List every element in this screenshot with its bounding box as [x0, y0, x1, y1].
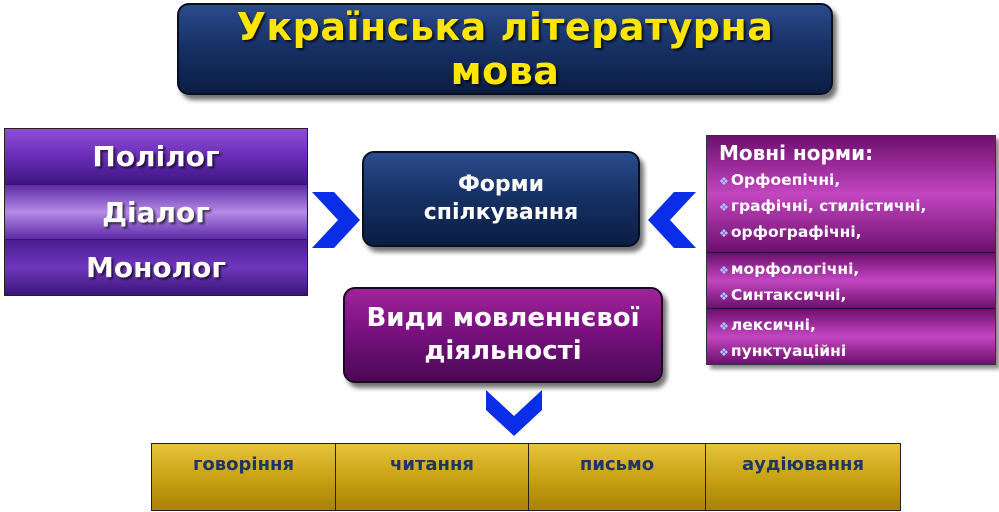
chevron-down-icon — [486, 390, 542, 436]
forms-box-label: Форми спілкування — [423, 172, 579, 225]
form-item-label: Полілог — [92, 139, 220, 173]
activity-box-label: Види мовленнєвої діяльності — [366, 303, 640, 366]
form-item-label: Діалог — [102, 195, 210, 229]
diamond-bullet-icon: ❖ — [719, 320, 729, 333]
activity-label: читання — [390, 454, 474, 475]
diamond-bullet-icon: ❖ — [719, 227, 729, 240]
language-norms-panel: Мовні норми: ❖Орфоепічні, ❖графічні, сти… — [706, 135, 996, 365]
activity-cell-listening: аудіювання — [706, 444, 900, 510]
norms-group: ❖морфологічні, ❖Синтаксичні, — [707, 253, 995, 309]
norms-title: Мовні норми: — [719, 141, 874, 165]
norm-item: ❖лексичні, — [719, 316, 816, 334]
norms-group: ❖лексичні, ❖пунктуаційні — [707, 309, 995, 364]
form-item-dialog: Діалог — [5, 184, 307, 241]
form-item-polilog: Полілог — [5, 129, 307, 185]
page-title: Українська літературна мова — [236, 5, 774, 93]
norms-group: Мовні норми: ❖Орфоепічні, ❖графічні, сти… — [707, 136, 995, 253]
speech-activity-box: Види мовленнєвої діяльності — [343, 287, 663, 383]
diamond-bullet-icon: ❖ — [719, 175, 729, 188]
communication-forms-list: Полілог Діалог Монолог — [4, 128, 308, 296]
diamond-bullet-icon: ❖ — [719, 201, 729, 214]
diamond-bullet-icon: ❖ — [719, 264, 729, 277]
activity-cell-speaking: говоріння — [152, 444, 336, 510]
form-item-monolog: Монолог — [5, 240, 307, 296]
speech-activities-row: говоріння читання письмо аудіювання — [151, 443, 901, 511]
chevron-left-icon — [648, 192, 696, 248]
form-item-label: Монолог — [85, 251, 227, 285]
title-box: Українська літературна мова — [177, 3, 833, 95]
activity-label: аудіювання — [741, 454, 865, 475]
activity-cell-reading: читання — [336, 444, 529, 510]
norm-item: ❖пунктуаційні — [719, 342, 847, 360]
activity-cell-writing: письмо — [529, 444, 706, 510]
norm-item: ❖морфологічні, — [719, 260, 860, 278]
communication-forms-box: Форми спілкування — [362, 151, 640, 247]
norm-item: ❖орфографічні, — [719, 223, 862, 241]
chevron-right-icon — [312, 192, 360, 248]
activity-label: письмо — [579, 454, 655, 475]
diamond-bullet-icon: ❖ — [719, 290, 729, 303]
norm-item: ❖Орфоепічні, — [719, 171, 841, 189]
activity-label: говоріння — [192, 454, 294, 475]
diamond-bullet-icon: ❖ — [719, 346, 729, 359]
norm-item: ❖Синтаксичні, — [719, 286, 847, 304]
norm-item: ❖графічні, стилістичні, — [719, 197, 927, 215]
